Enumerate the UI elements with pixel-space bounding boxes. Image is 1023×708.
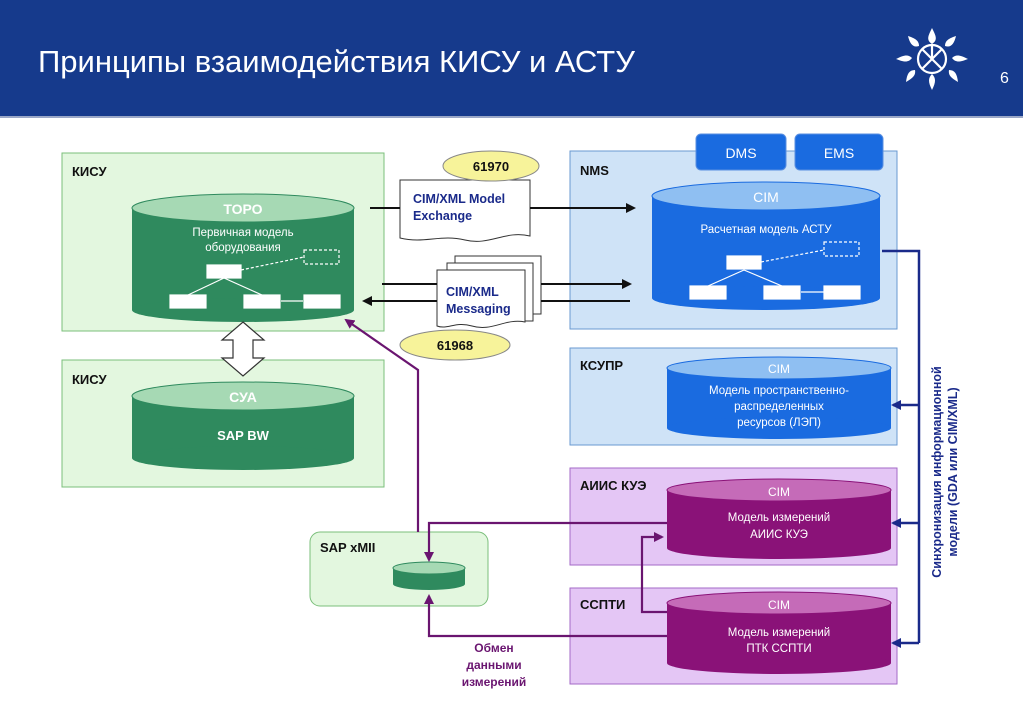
svg-text:61970: 61970 — [473, 159, 509, 174]
ksupr-db-text-3: ресурсов (ЛЭП) — [737, 417, 821, 429]
kisu-toro-label: КИСУ — [72, 164, 107, 179]
ksupr-db-title: CIM — [768, 362, 790, 376]
aiis-db-text-2: АИИС КУЭ — [750, 529, 808, 541]
nms-label: NMS — [580, 163, 609, 178]
toro-db-text-1: Первичная модель — [192, 227, 293, 239]
svg-text:Обмен: Обмен — [474, 641, 513, 655]
ksupr-cim-database: CIM Модель пространственно- распределенн… — [666, 356, 892, 439]
aiis-kue-label: АИИС КУЭ — [580, 478, 647, 493]
measurement-exchange-label: Обмен данными измерений — [462, 641, 527, 689]
sync-label: Синхронизация информационной модели (GDA… — [930, 366, 960, 577]
header-bar — [0, 0, 1023, 116]
svg-text:данными: данными — [466, 658, 521, 672]
toro-database: ТОРО Первичная модель оборудования — [131, 193, 355, 322]
aiis-db-title: CIM — [768, 485, 790, 499]
nms-panel: NMS DMS EMS CIM Расчетная модель АСТУ — [569, 133, 898, 330]
callout-61968: 61968 — [399, 329, 511, 361]
msg-doc-text-2: Messaging — [446, 302, 511, 316]
aiis-cim-database: CIM Модель измерений АИИС КУЭ — [666, 478, 892, 559]
messaging-documents: CIM/XML Messaging — [436, 255, 542, 328]
ksupr-db-text-1: Модель пространственно- — [709, 385, 849, 397]
kisu-sua-label: КИСУ — [72, 372, 107, 387]
kisu-sua-panel: КИСУ СУА SAP BW — [61, 359, 385, 488]
aiis-kue-panel: АИИС КУЭ CIM Модель измерений АИИС КУЭ — [569, 467, 898, 566]
sua-db-text: SAP BW — [217, 428, 269, 443]
callout-61970: 61970 — [442, 150, 540, 182]
sua-db-title: СУА — [229, 389, 257, 405]
sspti-db-title: CIM — [768, 598, 790, 612]
nms-db-text: Расчетная модель АСТУ — [700, 224, 832, 236]
svg-text:DMS: DMS — [725, 145, 756, 161]
sspti-panel: ССПТИ CIM Модель измерений ПТК ССПТИ — [569, 587, 898, 685]
dms-button: DMS — [695, 133, 787, 171]
sync-arrows — [882, 249, 921, 648]
svg-text:модели (GDA или CIM/XML): модели (GDA или CIM/XML) — [946, 387, 960, 556]
svg-text:измерений: измерений — [462, 675, 527, 689]
msg-doc-text-1: CIM/XML — [446, 285, 499, 299]
model-exchange-document: CIM/XML Model Exchange — [399, 179, 531, 242]
measurement-arrows — [344, 318, 667, 638]
exchange-arrows — [362, 203, 636, 306]
sap-xmii-label: SAP xMII — [320, 540, 375, 555]
energy-company-logo-icon — [896, 28, 968, 90]
ems-button: EMS — [794, 133, 884, 171]
model-doc-text-1: CIM/XML Model — [413, 192, 505, 206]
sap-xmii-panel: SAP xMII — [309, 531, 489, 607]
page-number: 6 — [1000, 70, 1009, 87]
sspti-db-text-1: Модель измерений — [728, 627, 830, 639]
sua-database: СУА SAP BW — [131, 381, 355, 470]
toro-tree-diagram — [169, 249, 341, 309]
nms-db-title: CIM — [753, 189, 779, 205]
kisu-link-double-arrow — [220, 321, 266, 377]
ksupr-db-text-2: распределенных — [734, 401, 824, 413]
aiis-db-text-1: Модель измерений — [728, 512, 830, 524]
model-doc-text-2: Exchange — [413, 209, 472, 223]
kisu-toro-panel: КИСУ ТОРО Первичная модель оборудования — [61, 152, 385, 332]
ksupr-panel: КСУПР CIM Модель пространственно- распре… — [569, 347, 898, 446]
sap-xmii-database-icon — [392, 561, 466, 590]
svg-text:Синхронизация информационной: Синхронизация информационной — [930, 366, 944, 577]
sspti-cim-database: CIM Модель измерений ПТК ССПТИ — [666, 591, 892, 674]
slide-title: Принципы взаимодействия КИСУ и АСТУ — [38, 44, 635, 79]
svg-text:61968: 61968 — [437, 338, 473, 353]
sspti-label: ССПТИ — [580, 597, 625, 612]
toro-db-title: ТОРО — [223, 201, 262, 217]
nms-cim-database: CIM Расчетная модель АСТУ — [651, 181, 881, 310]
ksupr-label: КСУПР — [580, 358, 623, 373]
sspti-db-text-2: ПТК ССПТИ — [746, 643, 811, 655]
nms-tree-diagram — [689, 241, 861, 300]
header-divider — [0, 116, 1023, 118]
svg-text:EMS: EMS — [824, 145, 854, 161]
toro-db-text-2: оборудования — [205, 242, 281, 254]
